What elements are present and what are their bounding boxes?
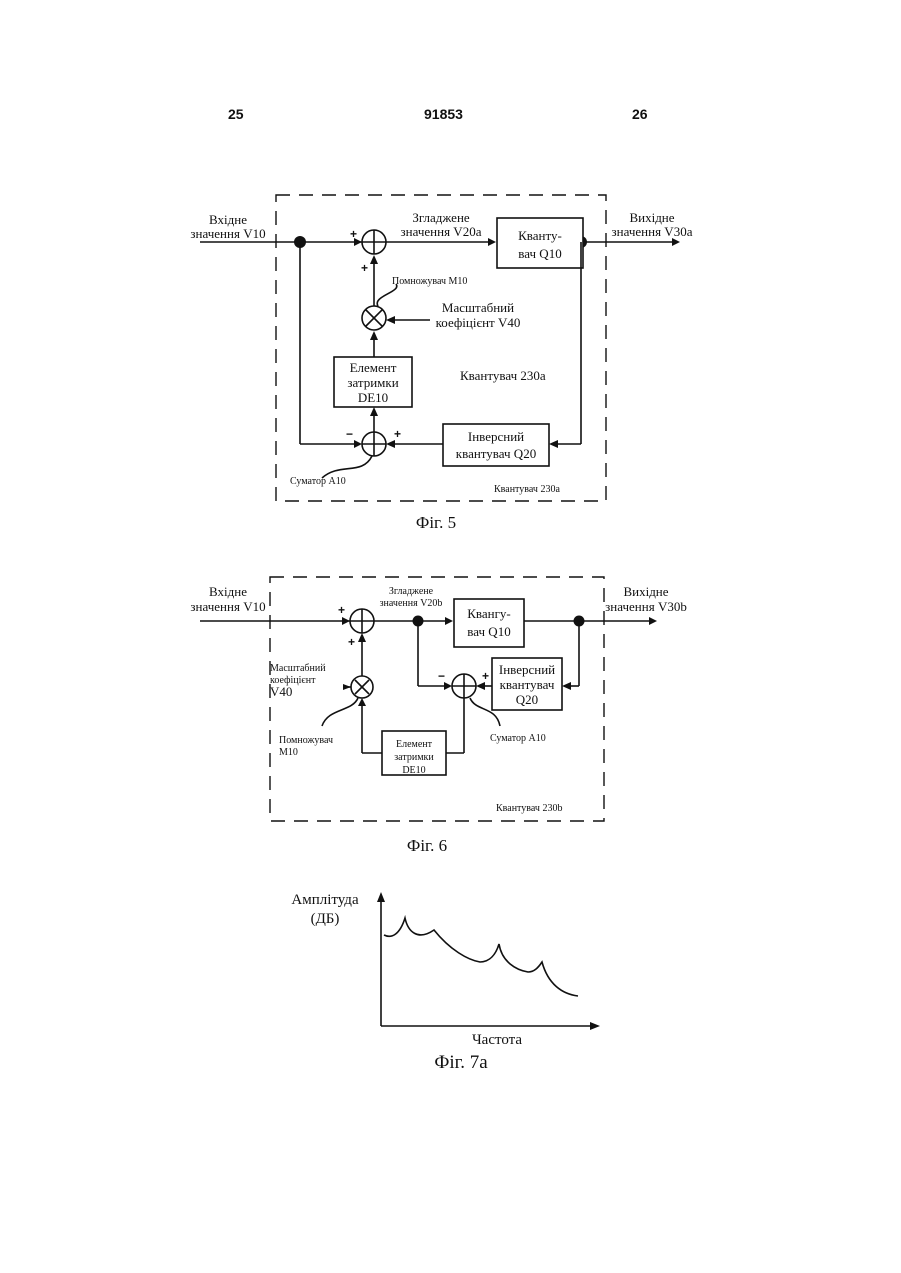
fig5-multiplier-leader	[377, 284, 397, 306]
fig5-top-summer	[362, 230, 386, 254]
fig6-inverse-label-1: Інверсний	[499, 662, 555, 677]
fig6-plus-sum: +	[482, 669, 489, 683]
fig6-plus-bottom: +	[348, 635, 355, 649]
fig6-delay-label-2: затримки	[394, 752, 434, 763]
fig6-delay-label-3: DE10	[402, 765, 425, 776]
fig6-inverse-label-3: Q20	[516, 692, 538, 707]
fig7a-ylabel-1: Амплітуда	[291, 892, 359, 908]
fig5-scale-label-1: Масштабний	[442, 300, 514, 315]
fig6-multiplier-label-1: Помножувач	[279, 735, 333, 746]
fig6-quantizer-label-2: вач Q10	[467, 624, 510, 639]
fig5-frame-label: Квантувач 230a	[494, 484, 560, 495]
fig6-delay-label-1: Елемент	[396, 739, 433, 750]
fig5-summer-leader	[322, 456, 372, 478]
fig5-plus-sum: +	[394, 427, 401, 441]
fig5-smoothed-label-1: Згладжене	[412, 210, 470, 225]
fig7a-plot: Амплітуда (ДБ) Частота Фіг. 7a	[291, 892, 600, 1073]
fig5-inner-label: Квантувач 230a	[460, 368, 546, 383]
fig6-inverse-label-2: квантувач	[500, 677, 555, 692]
fig6-multiplier	[351, 676, 373, 698]
fig5-quantizer-label-2: вач Q10	[518, 246, 561, 261]
fig5-inverse-label-2: квантувач Q20	[456, 446, 536, 461]
fig5-delay-label-3: DE10	[358, 390, 388, 405]
fig6-scale-label-1: Масштабний	[270, 663, 326, 674]
fig6-caption: Фіг. 6	[407, 836, 447, 855]
fig5-delay-label-2: затримки	[347, 375, 398, 390]
fig5-diagram: + + Кванту- вач Q10 Елемент затримки DE1…	[190, 195, 692, 532]
fig6-input-label-1: Вхідне	[209, 584, 247, 599]
fig5-summer-a10	[362, 432, 386, 456]
fig6-plus-top: +	[338, 603, 345, 617]
fig7a-caption: Фіг. 7a	[434, 1052, 488, 1073]
fig5-minus-sum: −	[346, 427, 353, 441]
fig6-frame-label: Квантувач 230b	[496, 803, 562, 814]
fig5-delay-label-1: Елемент	[350, 360, 397, 375]
fig6-smoothed-label-1: Згладжене	[389, 586, 434, 597]
fig7a-xlabel: Частота	[472, 1032, 522, 1048]
fig5-multiplier	[362, 306, 386, 330]
fig6-output-label-1: Вихідне	[623, 584, 668, 599]
fig5-plus-top: +	[350, 227, 357, 241]
fig6-summer-label: Суматор А10	[490, 733, 546, 744]
fig6-multiplier-label-2: M10	[279, 747, 298, 758]
fig5-summer-label: Суматор А10	[290, 476, 346, 487]
fig7a-amplitude-curve	[384, 918, 578, 996]
fig5-plus-bottom: +	[361, 261, 368, 275]
fig6-summer-a10	[452, 674, 476, 698]
fig6-input-label-2: значення V10	[190, 599, 265, 614]
fig6-quantizer-label-1: Квангу-	[467, 606, 511, 621]
fig5-quantizer-label-1: Кванту-	[518, 228, 562, 243]
fig5-output-label-2: значення V30a	[612, 224, 693, 239]
fig5-multiplier-label: Помножувач M10	[392, 276, 467, 287]
fig6-diagram: + + Квангу- вач Q10 Інверсний квантувач …	[190, 577, 686, 855]
fig5-scale-label-2: коефіцієнт V40	[436, 315, 521, 330]
fig5-input-label-1: Вхідне	[209, 212, 247, 227]
fig6-scale-label-3: V40	[270, 684, 292, 699]
fig5-output-label-1: Вихідне	[629, 210, 674, 225]
fig6-top-summer	[350, 609, 374, 633]
fig5-smoothed-label-2: значення V20a	[401, 224, 482, 239]
fig7a-ylabel-2: (ДБ)	[311, 911, 340, 927]
fig6-multiplier-leader	[322, 698, 358, 726]
fig5-inverse-label-1: Інверсний	[468, 429, 524, 444]
fig6-output-label-2: значення V30b	[605, 599, 687, 614]
fig5-input-label-2: значення V10	[190, 226, 265, 241]
fig5-caption: Фіг. 5	[416, 513, 456, 532]
fig6-minus-sum: −	[438, 669, 445, 683]
fig6-smoothed-label-2: значення V20b	[380, 598, 443, 609]
